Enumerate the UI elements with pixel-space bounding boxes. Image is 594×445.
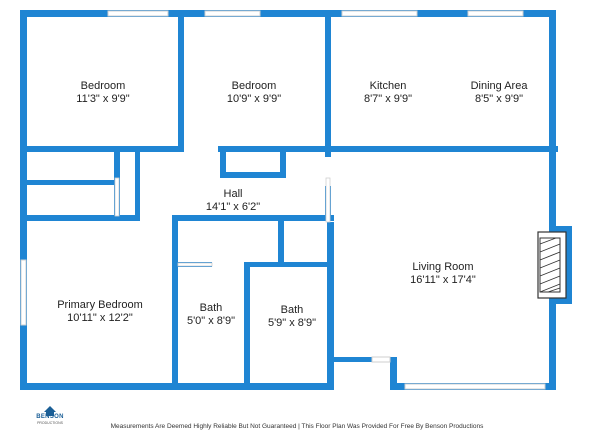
wall-right-top (549, 10, 556, 228)
room-name-bath-1: Bath (200, 302, 223, 314)
door-gaps (114, 177, 331, 267)
wall-primary-top (20, 215, 140, 221)
wall-bump-right (549, 226, 571, 232)
room-dims-bedroom-2: 10'9" x 9'9" (227, 93, 281, 105)
brand-tagline: PRODUCTIONS (37, 421, 63, 425)
room-name-kitchen: Kitchen (370, 80, 407, 92)
wall-row-bottom-c (218, 146, 331, 152)
room-name-bedroom-2: Bedroom (232, 80, 277, 92)
window-living-notch (371, 356, 391, 363)
window-bed1 (107, 10, 169, 17)
wall-hall-bottom-r (278, 215, 334, 221)
wall-bath-bath (244, 262, 250, 390)
wall-closet-left (20, 180, 120, 185)
room-dims-bedroom-1: 11'3" x 9'9" (76, 93, 129, 105)
wall-bump-right-v (565, 226, 572, 304)
window-kitchen (341, 10, 418, 17)
room-name-dining-area: Dining Area (471, 80, 529, 92)
wall-living-left (327, 222, 334, 390)
room-name-bath-2: Bath (281, 304, 304, 316)
window-living-bottom (404, 383, 546, 390)
window-primary (20, 259, 27, 326)
room-dims-dining-area: 8'5" x 9'9" (475, 93, 523, 105)
fireplace (537, 231, 567, 299)
door-gap-hall-left (114, 177, 120, 217)
room-labels: Bedroom 11'3" x 9'9" Bedroom 10'9" x 9'9… (57, 80, 528, 329)
walls (20, 10, 572, 390)
wall-living-bottom-v (390, 360, 397, 390)
brand-name: BENSON (36, 414, 64, 420)
benson-logo-icon (44, 406, 56, 416)
room-dims-primary-bedroom: 10'11" x 12'2" (67, 312, 133, 324)
wall-right-bottom (549, 300, 556, 390)
window-bed2 (204, 10, 261, 17)
wall-hall-closet-r (280, 146, 286, 178)
wall-primary-bath (172, 215, 178, 390)
wall-bath-closet (278, 215, 284, 267)
wall-hall-bottom (176, 215, 284, 221)
footer-disclaimer: Measurements Are Deemed Highly Reliable … (110, 423, 484, 430)
wall-left (20, 10, 27, 390)
wall-row-bottom-b (114, 146, 184, 152)
wall-hall-closet-b (220, 172, 286, 178)
room-name-hall: Hall (224, 188, 243, 200)
room-dims-bath-1: 5'0" x 8'9" (187, 315, 235, 327)
windows (20, 10, 546, 390)
wall-bath-top-b (244, 262, 334, 267)
door-gap-hall-right (325, 177, 331, 223)
room-name-primary-bedroom: Primary Bedroom (57, 299, 143, 311)
wall-kitchen-living (280, 146, 558, 152)
room-dims-bath-2: 5'9" x 8'9" (268, 317, 316, 329)
wall-row-bottom-a (20, 146, 114, 152)
wall-hall-closet (220, 146, 226, 178)
wall-closet-b (135, 152, 140, 221)
room-dims-hall: 14'1" x 6'2" (206, 201, 260, 213)
wall-living-notch (327, 357, 397, 362)
room-dims-living-room: 16'11" x 17'4" (410, 274, 476, 286)
room-dims-kitchen: 8'7" x 9'9" (364, 93, 412, 105)
wall-bed1-bed2 (178, 10, 184, 152)
wall-bump-right-b (549, 298, 571, 304)
window-dining (467, 10, 524, 17)
room-name-living-room: Living Room (412, 261, 473, 273)
wall-top (20, 10, 552, 17)
room-name-bedroom-1: Bedroom (81, 80, 126, 92)
door-gap-bath (177, 262, 213, 267)
fireplace-firebox (539, 237, 561, 293)
wall-bed2-kitchen (325, 10, 331, 157)
